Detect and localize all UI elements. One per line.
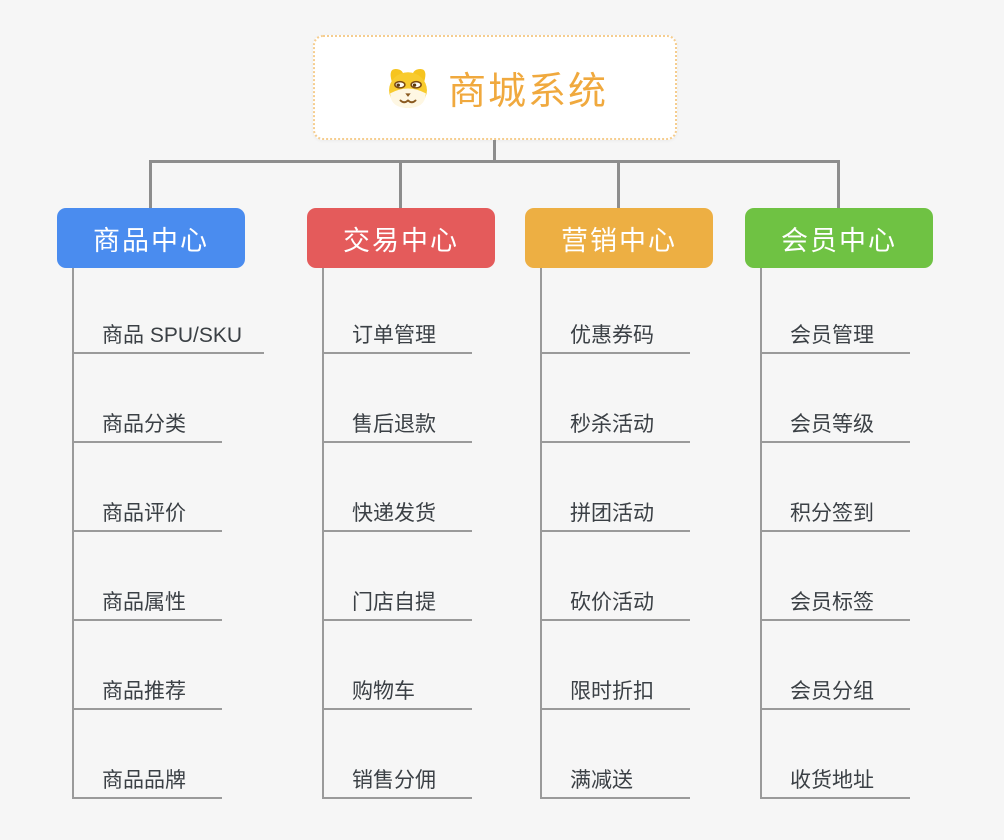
- subtopic[interactable]: 秒杀活动: [540, 409, 690, 443]
- subtopic[interactable]: 会员分组: [760, 676, 910, 710]
- branch-2: 交易中心 订单管理售后退款快递发货门店自提购物车销售分佣: [307, 208, 495, 808]
- subtopic[interactable]: 砍价活动: [540, 587, 690, 621]
- connector-horizontal: [149, 160, 840, 163]
- branch-topic[interactable]: 交易中心: [307, 208, 495, 268]
- subtopic[interactable]: 会员标签: [760, 587, 910, 621]
- subtopic[interactable]: 购物车: [322, 676, 472, 710]
- subtopic[interactable]: 销售分佣: [322, 765, 472, 799]
- branch-3: 营销中心 优惠券码秒杀活动拼团活动砍价活动限时折扣满减送: [525, 208, 713, 808]
- subtopic[interactable]: 优惠券码: [540, 320, 690, 354]
- subtopic[interactable]: 拼团活动: [540, 498, 690, 532]
- subtopic[interactable]: 商品 SPU/SKU: [72, 320, 265, 354]
- branch-trunk-line: [540, 268, 542, 799]
- subtopic[interactable]: 积分签到: [760, 498, 910, 532]
- branch-trunk-line: [760, 268, 762, 799]
- branch-trunk-line: [72, 268, 74, 799]
- subtopic[interactable]: 会员等级: [760, 409, 910, 443]
- connector-drop-4: [837, 160, 840, 208]
- subtopic[interactable]: 商品评价: [72, 498, 222, 532]
- branch-items: 订单管理售后退款快递发货门店自提购物车销售分佣: [307, 208, 495, 808]
- subtopic[interactable]: 订单管理: [322, 320, 472, 354]
- subtopic[interactable]: 收货地址: [760, 765, 910, 799]
- branch-items: 优惠券码秒杀活动拼团活动砍价活动限时折扣满减送: [525, 208, 713, 808]
- subtopic[interactable]: 门店自提: [322, 587, 472, 621]
- connector-root-vertical: [493, 140, 496, 161]
- root-topic[interactable]: 商城系统: [313, 35, 677, 140]
- subtopic[interactable]: 商品属性: [72, 587, 222, 621]
- connector-drop-2: [399, 160, 402, 208]
- branch-1: 商品中心 商品 SPU/SKU 商品分类商品评价商品属性商品推荐商品品牌: [57, 208, 265, 808]
- branch-topic[interactable]: 营销中心: [525, 208, 713, 268]
- subtopic[interactable]: 商品推荐: [72, 676, 222, 710]
- subtopic[interactable]: 售后退款: [322, 409, 472, 443]
- subtopic[interactable]: 会员管理: [760, 320, 910, 354]
- branch-trunk-line: [322, 268, 324, 799]
- subtopic[interactable]: 限时折扣: [540, 676, 690, 710]
- branch-4: 会员中心 会员管理会员等级积分签到会员标签会员分组收货地址: [745, 208, 933, 808]
- subtopic[interactable]: 满减送: [540, 765, 690, 799]
- branch-topic[interactable]: 会员中心: [745, 208, 933, 268]
- shiba-dog-icon: [389, 68, 427, 108]
- subtopic[interactable]: 快递发货: [322, 498, 472, 532]
- branch-topic[interactable]: 商品中心: [57, 208, 245, 268]
- branch-items: 商品 SPU/SKU 商品分类商品评价商品属性商品推荐商品品牌: [57, 208, 265, 808]
- root-topic-title: 商城系统: [447, 71, 608, 113]
- subtopic[interactable]: 商品品牌: [72, 765, 222, 799]
- branch-items: 会员管理会员等级积分签到会员标签会员分组收货地址: [745, 208, 933, 808]
- connector-drop-1: [149, 160, 152, 208]
- subtopic[interactable]: 商品分类: [72, 409, 222, 443]
- connector-drop-3: [617, 160, 620, 208]
